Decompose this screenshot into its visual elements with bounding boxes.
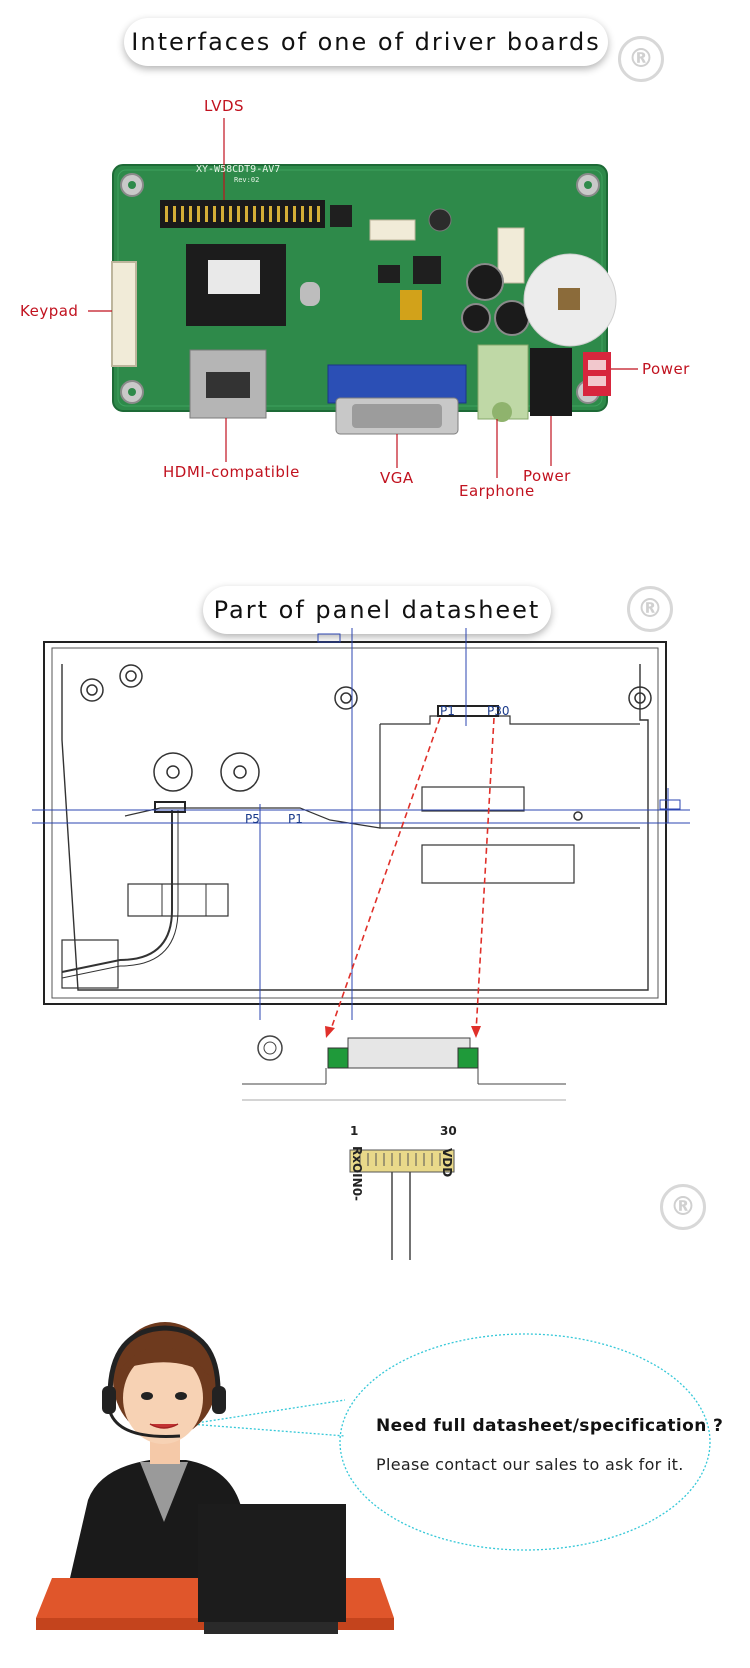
fpc-connector	[347, 1037, 471, 1069]
driver-board-illustration	[88, 118, 638, 478]
pin-30-pad	[457, 1047, 479, 1069]
callout-power-bottom: Power	[523, 467, 571, 485]
board-model-label: XY-W58CDT9-AV7	[196, 164, 281, 175]
registered-mark: ®	[660, 1184, 706, 1230]
pin-label-mid-left: P5	[245, 812, 260, 826]
contact-illustration	[36, 1322, 711, 1634]
contact-message: Please contact our sales to ask for it.	[376, 1455, 684, 1474]
pin-1-pad	[327, 1047, 349, 1069]
interfaces-title: Interfaces of one of driver boards	[124, 18, 608, 66]
connector-pin-30: 30	[440, 1124, 457, 1138]
headset-icon	[107, 1325, 221, 1397]
power-jack	[530, 348, 572, 416]
callout-earphone: Earphone	[459, 482, 535, 500]
signal-label-pin-1: RxOIN0-	[350, 1146, 364, 1202]
speech-bubble	[339, 1333, 711, 1551]
board-rev-label: Rev:02	[234, 176, 260, 184]
panel-datasheet-drawing	[32, 628, 690, 1260]
monitor	[198, 1504, 346, 1622]
keypad-connector	[111, 261, 137, 367]
pin-label-top-left: P1	[440, 704, 455, 718]
vga-port-body	[327, 364, 467, 404]
lvds-connector	[160, 200, 325, 228]
datasheet-title: Part of panel datasheet	[203, 586, 551, 634]
person-face	[123, 1352, 203, 1444]
callout-lvds: LVDS	[204, 97, 245, 115]
callout-power-right: Power	[642, 360, 690, 378]
callout-hdmi: HDMI-compatible	[163, 463, 300, 481]
power-connector-red	[583, 352, 611, 396]
connector-pin-1: 1	[350, 1124, 359, 1138]
registered-mark: ®	[627, 586, 673, 632]
fpc-tail	[349, 1149, 455, 1173]
signal-label-pin-30: VDD	[440, 1148, 454, 1178]
pin-label-top-right: P30	[487, 704, 510, 718]
pin-label-mid-right: P1	[288, 812, 303, 826]
callout-vga: VGA	[380, 469, 414, 487]
registered-mark: ®	[618, 36, 664, 82]
callout-keypad: Keypad	[20, 302, 79, 320]
contact-question: Need full datasheet/specification ?	[376, 1416, 724, 1436]
